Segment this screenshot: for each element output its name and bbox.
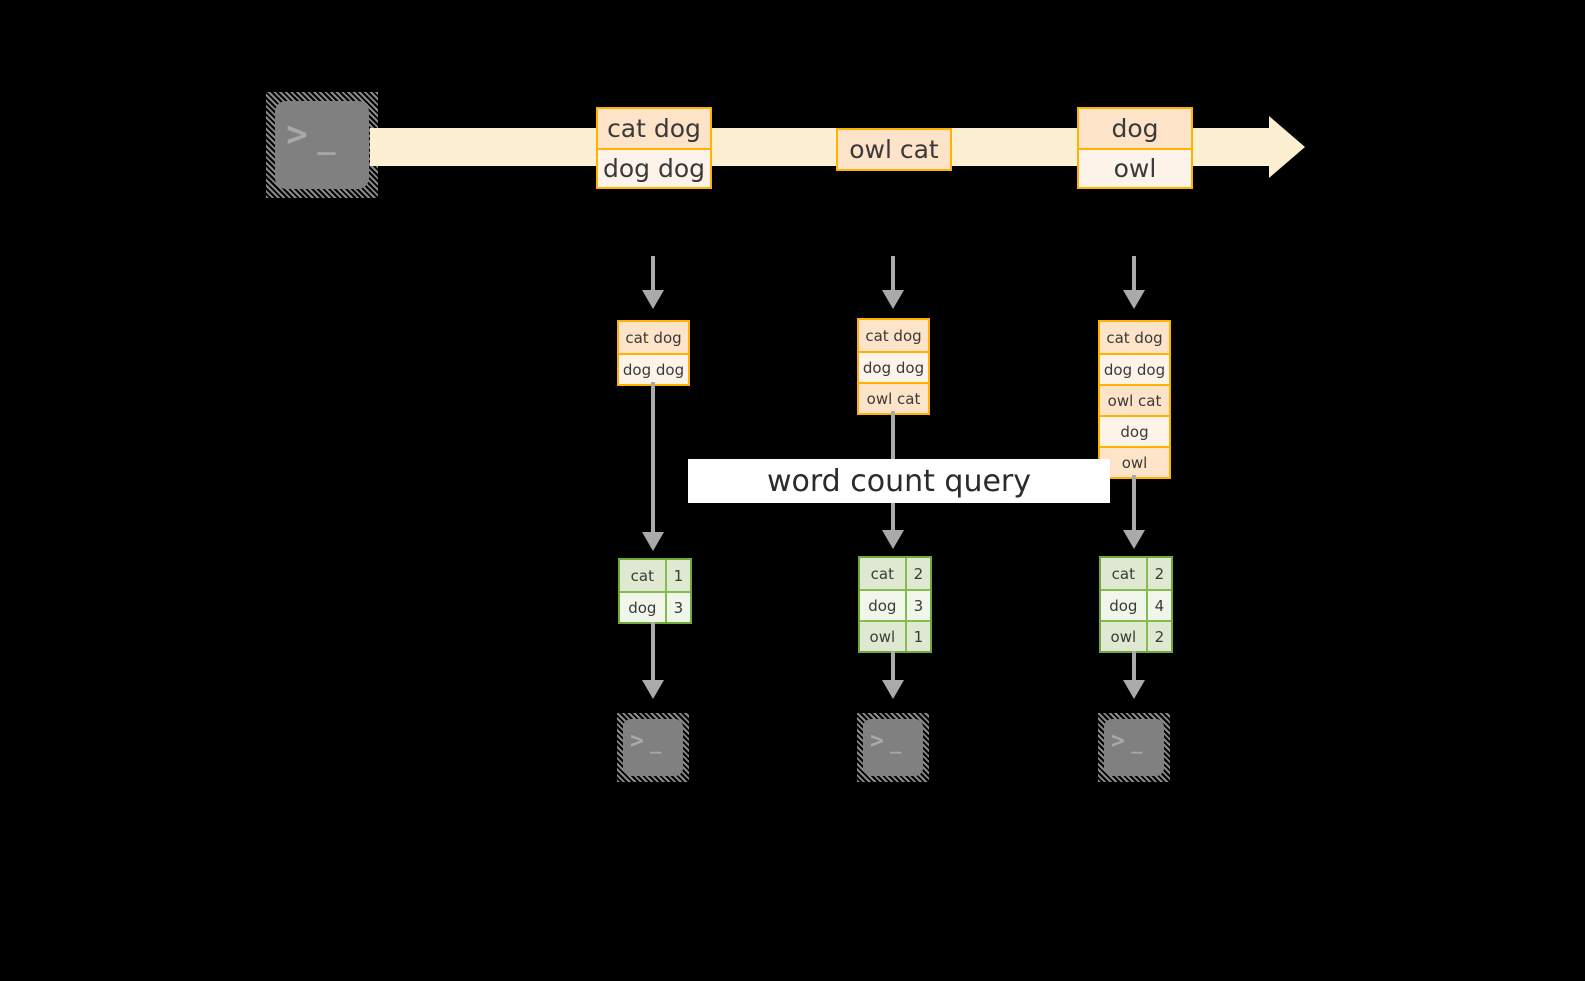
event-line: owl cat — [838, 130, 950, 169]
query-label-text: word count query — [766, 463, 1032, 499]
snapshot-2-query-arrowhead — [882, 530, 904, 549]
result-word: dog — [620, 593, 665, 622]
snapshot-1-input-events: cat dog dog dog — [617, 320, 690, 386]
result-word: cat — [1101, 558, 1146, 589]
result-count: 2 — [904, 558, 930, 589]
event-line: cat dog — [598, 109, 710, 148]
snapshot-2-sink-arrowhead — [882, 680, 904, 699]
terminal-screen — [623, 719, 683, 776]
event-line: cat dog — [619, 322, 688, 353]
source-terminal-icon: > _ — [266, 92, 378, 198]
event-stream-arrowhead — [1269, 116, 1305, 178]
result-word: dog — [1101, 591, 1146, 620]
terminal-prompt-glyph: > — [869, 727, 884, 754]
terminal-screen — [275, 101, 369, 189]
terminal-cursor-glyph: _ — [650, 731, 662, 754]
result-count: 4 — [1145, 591, 1171, 620]
result-word: owl — [1101, 622, 1146, 651]
result-count: 2 — [1145, 558, 1171, 589]
table-row: owl 2 — [1101, 620, 1171, 651]
terminal-cursor-glyph: _ — [317, 120, 336, 156]
result-count: 2 — [1145, 622, 1171, 651]
event-line: cat dog — [859, 320, 928, 351]
snapshot-1-result-table: cat 1 dog 3 — [618, 558, 692, 624]
result-count: 1 — [664, 560, 690, 591]
terminal-prompt-glyph: > — [1110, 727, 1125, 754]
terminal-screen — [863, 719, 923, 776]
snapshot-3-trigger-line — [1132, 256, 1136, 292]
stream-event-group-3: dog owl — [1077, 107, 1193, 189]
snapshot-3-trigger-arrowhead — [1123, 290, 1145, 309]
result-count: 3 — [904, 591, 930, 620]
snapshot-2-result-table: cat 2 dog 3 owl 1 — [858, 556, 932, 653]
query-label: word count query — [688, 459, 1110, 503]
event-line: owl — [1079, 148, 1191, 187]
snapshot-3-input-events: cat dog dog dog owl cat dog owl — [1098, 320, 1171, 479]
snapshot-1-sink-terminal-icon: > _ — [617, 713, 689, 782]
snapshot-2-sink-line — [891, 651, 895, 682]
result-count: 1 — [904, 622, 930, 651]
table-row: dog 3 — [860, 589, 930, 620]
snapshot-1-trigger-arrowhead — [642, 290, 664, 309]
event-line: dog — [1079, 109, 1191, 148]
snapshot-3-query-line — [1132, 475, 1136, 533]
result-count: 3 — [664, 593, 690, 622]
terminal-cursor-glyph: _ — [1131, 731, 1143, 754]
terminal-cursor-glyph: _ — [890, 731, 902, 754]
event-line: owl cat — [859, 382, 928, 413]
snapshot-2-trigger-arrowhead — [882, 290, 904, 309]
result-word: cat — [860, 558, 905, 589]
table-row: cat 2 — [1101, 558, 1171, 589]
snapshot-1-sink-arrowhead — [642, 680, 664, 699]
event-line: dog dog — [859, 351, 928, 382]
event-line: dog — [1100, 415, 1169, 446]
snapshot-1-query-arrowhead — [642, 532, 664, 551]
result-word: owl — [860, 622, 905, 651]
snapshot-1-sink-line — [651, 622, 655, 682]
snapshot-3-query-arrowhead — [1123, 530, 1145, 549]
event-line: dog dog — [598, 148, 710, 187]
event-line: dog dog — [1100, 353, 1169, 384]
snapshot-3-sink-line — [1132, 651, 1136, 682]
event-line: owl cat — [1100, 384, 1169, 415]
snapshot-2-input-events: cat dog dog dog owl cat — [857, 318, 930, 415]
terminal-prompt-glyph: > — [629, 727, 644, 754]
snapshot-3-sink-terminal-icon: > _ — [1098, 713, 1170, 782]
terminal-prompt-glyph: > — [286, 114, 308, 156]
snapshot-3-result-table: cat 2 dog 4 owl 2 — [1099, 556, 1173, 653]
event-line: owl — [1100, 446, 1169, 477]
table-row: owl 1 — [860, 620, 930, 651]
stream-event-group-1: cat dog dog dog — [596, 107, 712, 189]
snapshot-2-trigger-line — [891, 256, 895, 292]
snapshot-1-query-line — [651, 382, 655, 534]
table-row: dog 3 — [620, 591, 690, 622]
snapshot-1-trigger-line — [651, 256, 655, 292]
table-row: dog 4 — [1101, 589, 1171, 620]
result-word: dog — [860, 591, 905, 620]
table-row: cat 1 — [620, 560, 690, 591]
event-line: cat dog — [1100, 322, 1169, 353]
result-word: cat — [620, 560, 665, 591]
snapshot-2-sink-terminal-icon: > _ — [857, 713, 929, 782]
event-line: dog dog — [619, 353, 688, 384]
table-row: cat 2 — [860, 558, 930, 589]
snapshot-3-sink-arrowhead — [1123, 680, 1145, 699]
terminal-screen — [1104, 719, 1164, 776]
stream-event-group-2: owl cat — [836, 128, 952, 171]
